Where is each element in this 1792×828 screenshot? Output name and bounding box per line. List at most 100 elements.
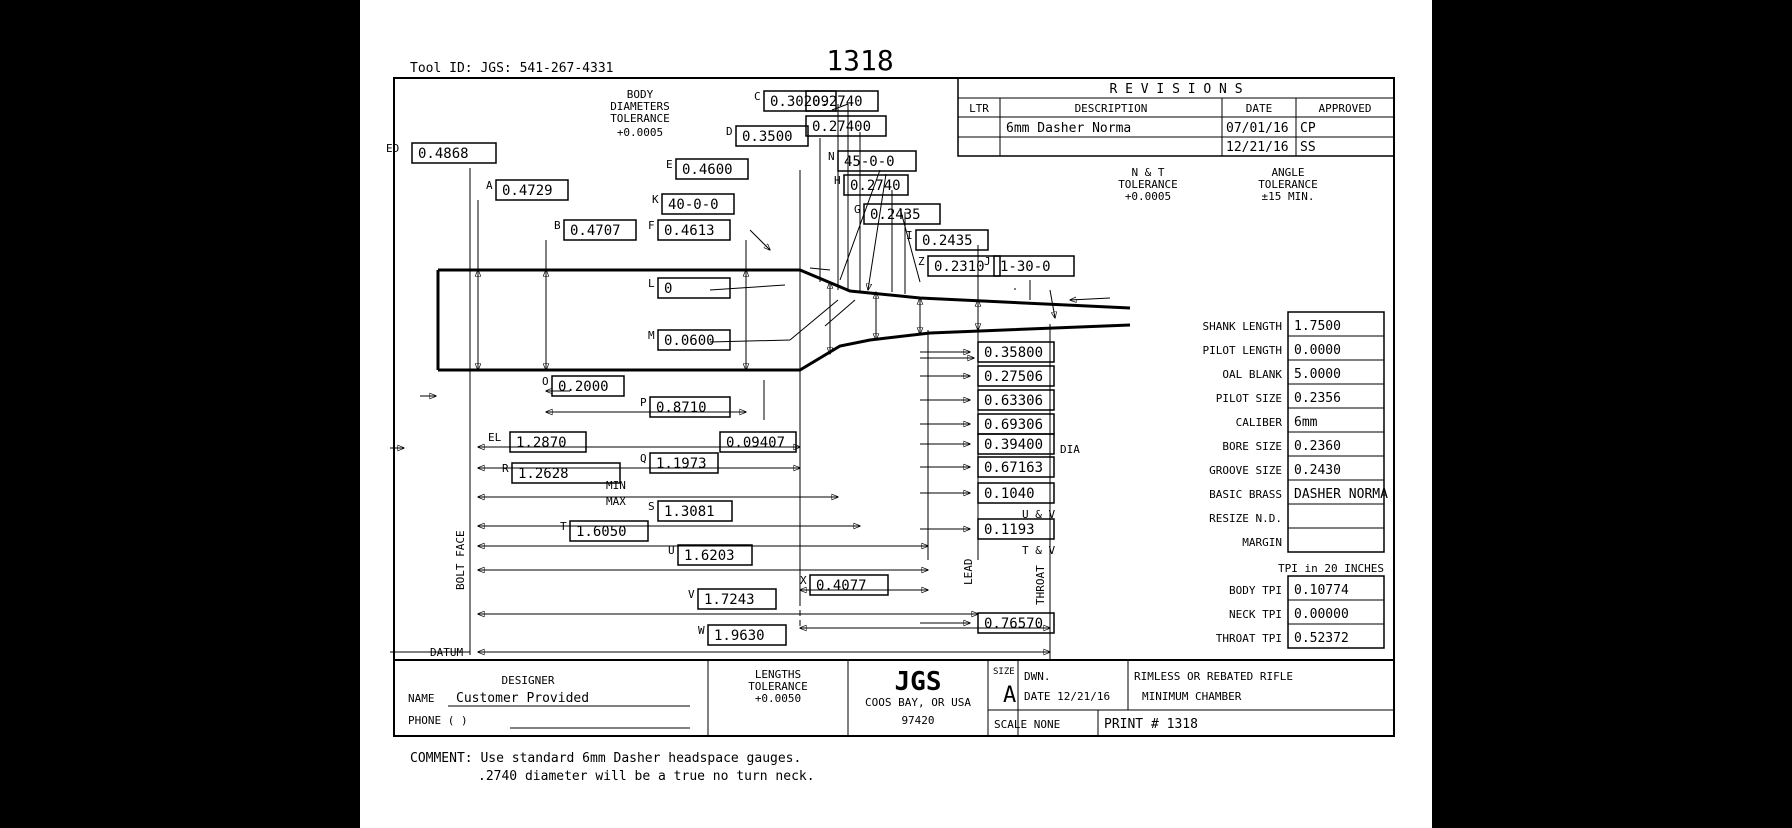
dimension-box — [697, 588, 777, 610]
svg-text:07/01/16: 07/01/16 — [1226, 121, 1289, 136]
dimension-box — [993, 255, 1075, 277]
title-block: DESIGNER NAME Customer Provided PHONE ( … — [408, 660, 1394, 736]
spec-value: DASHER NORMA — [1294, 487, 1388, 502]
dimension-value: 0.4613 — [664, 223, 715, 239]
dimension-letter: I — [906, 229, 913, 242]
dimension-letter: T — [560, 520, 567, 533]
svg-text:+0.0005: +0.0005 — [1125, 190, 1171, 203]
dimension-letter: K — [652, 193, 659, 206]
dimension-letter: G — [854, 203, 861, 216]
spec-value: 0.0000 — [1294, 343, 1341, 358]
tpi-value: 0.00000 — [1294, 607, 1349, 622]
dimension-box — [675, 158, 749, 180]
chamber-profile — [436, 268, 1131, 372]
tpi-label: BODY TPI — [1229, 584, 1282, 597]
dimension-value: 40-0-0 — [668, 197, 719, 213]
dimension-letter: C — [754, 90, 761, 103]
svg-text:APPROVED: APPROVED — [1319, 102, 1372, 115]
dimension-value: 0.4868 — [418, 146, 469, 162]
dimension-value: 1.7243 — [704, 592, 755, 608]
throat-label: THROAT — [1034, 565, 1047, 605]
dimension-value: 1.2870 — [516, 435, 567, 451]
dimension-value: 0.4077 — [816, 578, 867, 594]
dwn-label: DWN. — [1024, 670, 1051, 683]
dimension-box — [837, 150, 917, 172]
dimension-box — [977, 518, 1055, 540]
name-value: Customer Provided — [456, 691, 589, 706]
dimension-box — [657, 329, 731, 351]
chamber-drawing: Tool ID: JGS: 541-267-4331 1318 BODY DIA… — [386, 44, 1395, 784]
dimension-letter: Z — [918, 255, 925, 268]
right-dimension-1: 0.27506 — [920, 365, 1055, 387]
dimension-box — [977, 341, 1055, 363]
company-logo: JGS — [895, 667, 942, 697]
spec-label: PILOT LENGTH — [1203, 344, 1282, 357]
spec-value: 5.0000 — [1294, 367, 1341, 382]
spec-row: OAL BLANK 5.0000 — [1222, 367, 1341, 382]
drawing-sheet: Tool ID: JGS: 541-267-4331 1318 BODY DIA… — [360, 0, 1432, 828]
scale-label: SCALE NONE — [994, 718, 1060, 731]
dimension-value: 0.27400 — [812, 119, 871, 135]
right-dimension-3: 0.69306 — [920, 413, 1055, 435]
dimension-value: 0.2740 — [812, 94, 863, 110]
comment-line-1: COMMENT: Use standard 6mm Dasher headspa… — [410, 751, 801, 766]
revisions-title: R E V I S I O N S — [1109, 82, 1242, 97]
dimension-letter: E — [666, 158, 673, 171]
dimension-value: 0.2000 — [558, 379, 609, 395]
min-label: MIN — [606, 479, 626, 492]
dimension-j: 1-30-0J — [984, 255, 1075, 277]
length-dimensions — [390, 391, 1050, 652]
spec-label: CALIBER — [1236, 416, 1283, 429]
dimension-box — [719, 431, 797, 453]
description-line-2: MINIMUM CHAMBER — [1142, 690, 1242, 703]
spec-label: SHANK LENGTH — [1203, 320, 1282, 333]
uv-label: U & V — [1022, 508, 1055, 521]
tpi-value: 0.10774 — [1294, 583, 1349, 598]
svg-text:DESCRIPTION: DESCRIPTION — [1075, 102, 1148, 115]
dimension-value: 1-30-0 — [1000, 259, 1051, 275]
dimension-box — [977, 433, 1055, 455]
spec-table — [1287, 311, 1385, 649]
dia-label: DIA — [1060, 443, 1080, 456]
tpi-label: NECK TPI — [1229, 608, 1282, 621]
svg-text:6mm Dasher Norma: 6mm Dasher Norma — [1006, 121, 1131, 136]
dimension-box — [805, 115, 887, 137]
dimension-letter: H — [834, 174, 841, 187]
dimension-letter: B — [554, 219, 561, 232]
svg-text:CP: CP — [1300, 121, 1316, 136]
dimension-value: 0.35800 — [984, 345, 1043, 361]
dimension-letter: L — [648, 277, 655, 290]
angle-tolerance-note: ANGLE TOLERANCE ±15 MIN. — [1258, 166, 1318, 203]
svg-text:LENGTHS: LENGTHS — [755, 668, 801, 681]
spec-value: 1.7500 — [1294, 319, 1341, 334]
dimension-box — [657, 277, 731, 299]
dimension-letter: N — [828, 150, 835, 163]
dimension-box — [805, 90, 879, 112]
dimension-value: 1.3081 — [664, 504, 715, 520]
dimension-value: 1.6203 — [684, 548, 735, 564]
tv-label: T & V — [1022, 544, 1055, 557]
tpi-label: THROAT TPI — [1216, 632, 1282, 645]
spec-row: RESIZE N.D. — [1209, 512, 1282, 525]
dimension-letter: D — [726, 125, 733, 138]
tpi-row: NECK TPI 0.00000 — [1229, 607, 1349, 622]
dimension-box — [863, 203, 941, 225]
svg-text:DATE: DATE — [1246, 102, 1273, 115]
spec-label: OAL BLANK — [1222, 368, 1282, 381]
dimension-value: 0.3500 — [742, 129, 793, 145]
size-label: SIZE — [993, 667, 1015, 677]
dimension-d: 0.3500 D — [726, 125, 809, 147]
description-line-1: RIMLESS OR REBATED RIFLE — [1134, 670, 1293, 683]
dimension-value: 0.09407 — [726, 435, 785, 451]
